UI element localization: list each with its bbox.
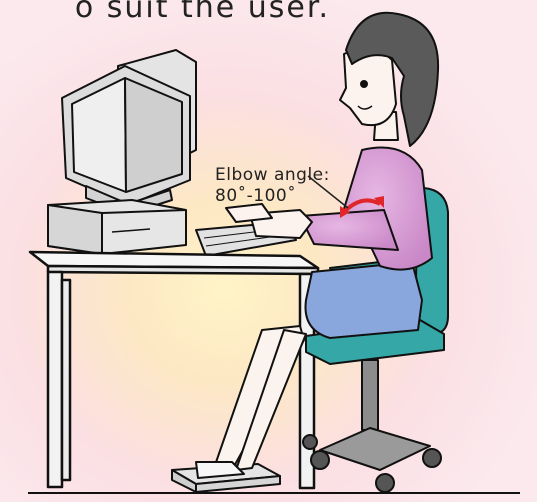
elbow-angle-label: Elbow angle: 80˚-100˚: [215, 165, 330, 207]
elbow-angle-title: Elbow angle:: [215, 165, 330, 186]
elbow-angle-range: 80˚-100˚: [215, 186, 330, 207]
computer-case-icon: [48, 200, 186, 254]
computer-monitor-icon: [62, 50, 196, 214]
